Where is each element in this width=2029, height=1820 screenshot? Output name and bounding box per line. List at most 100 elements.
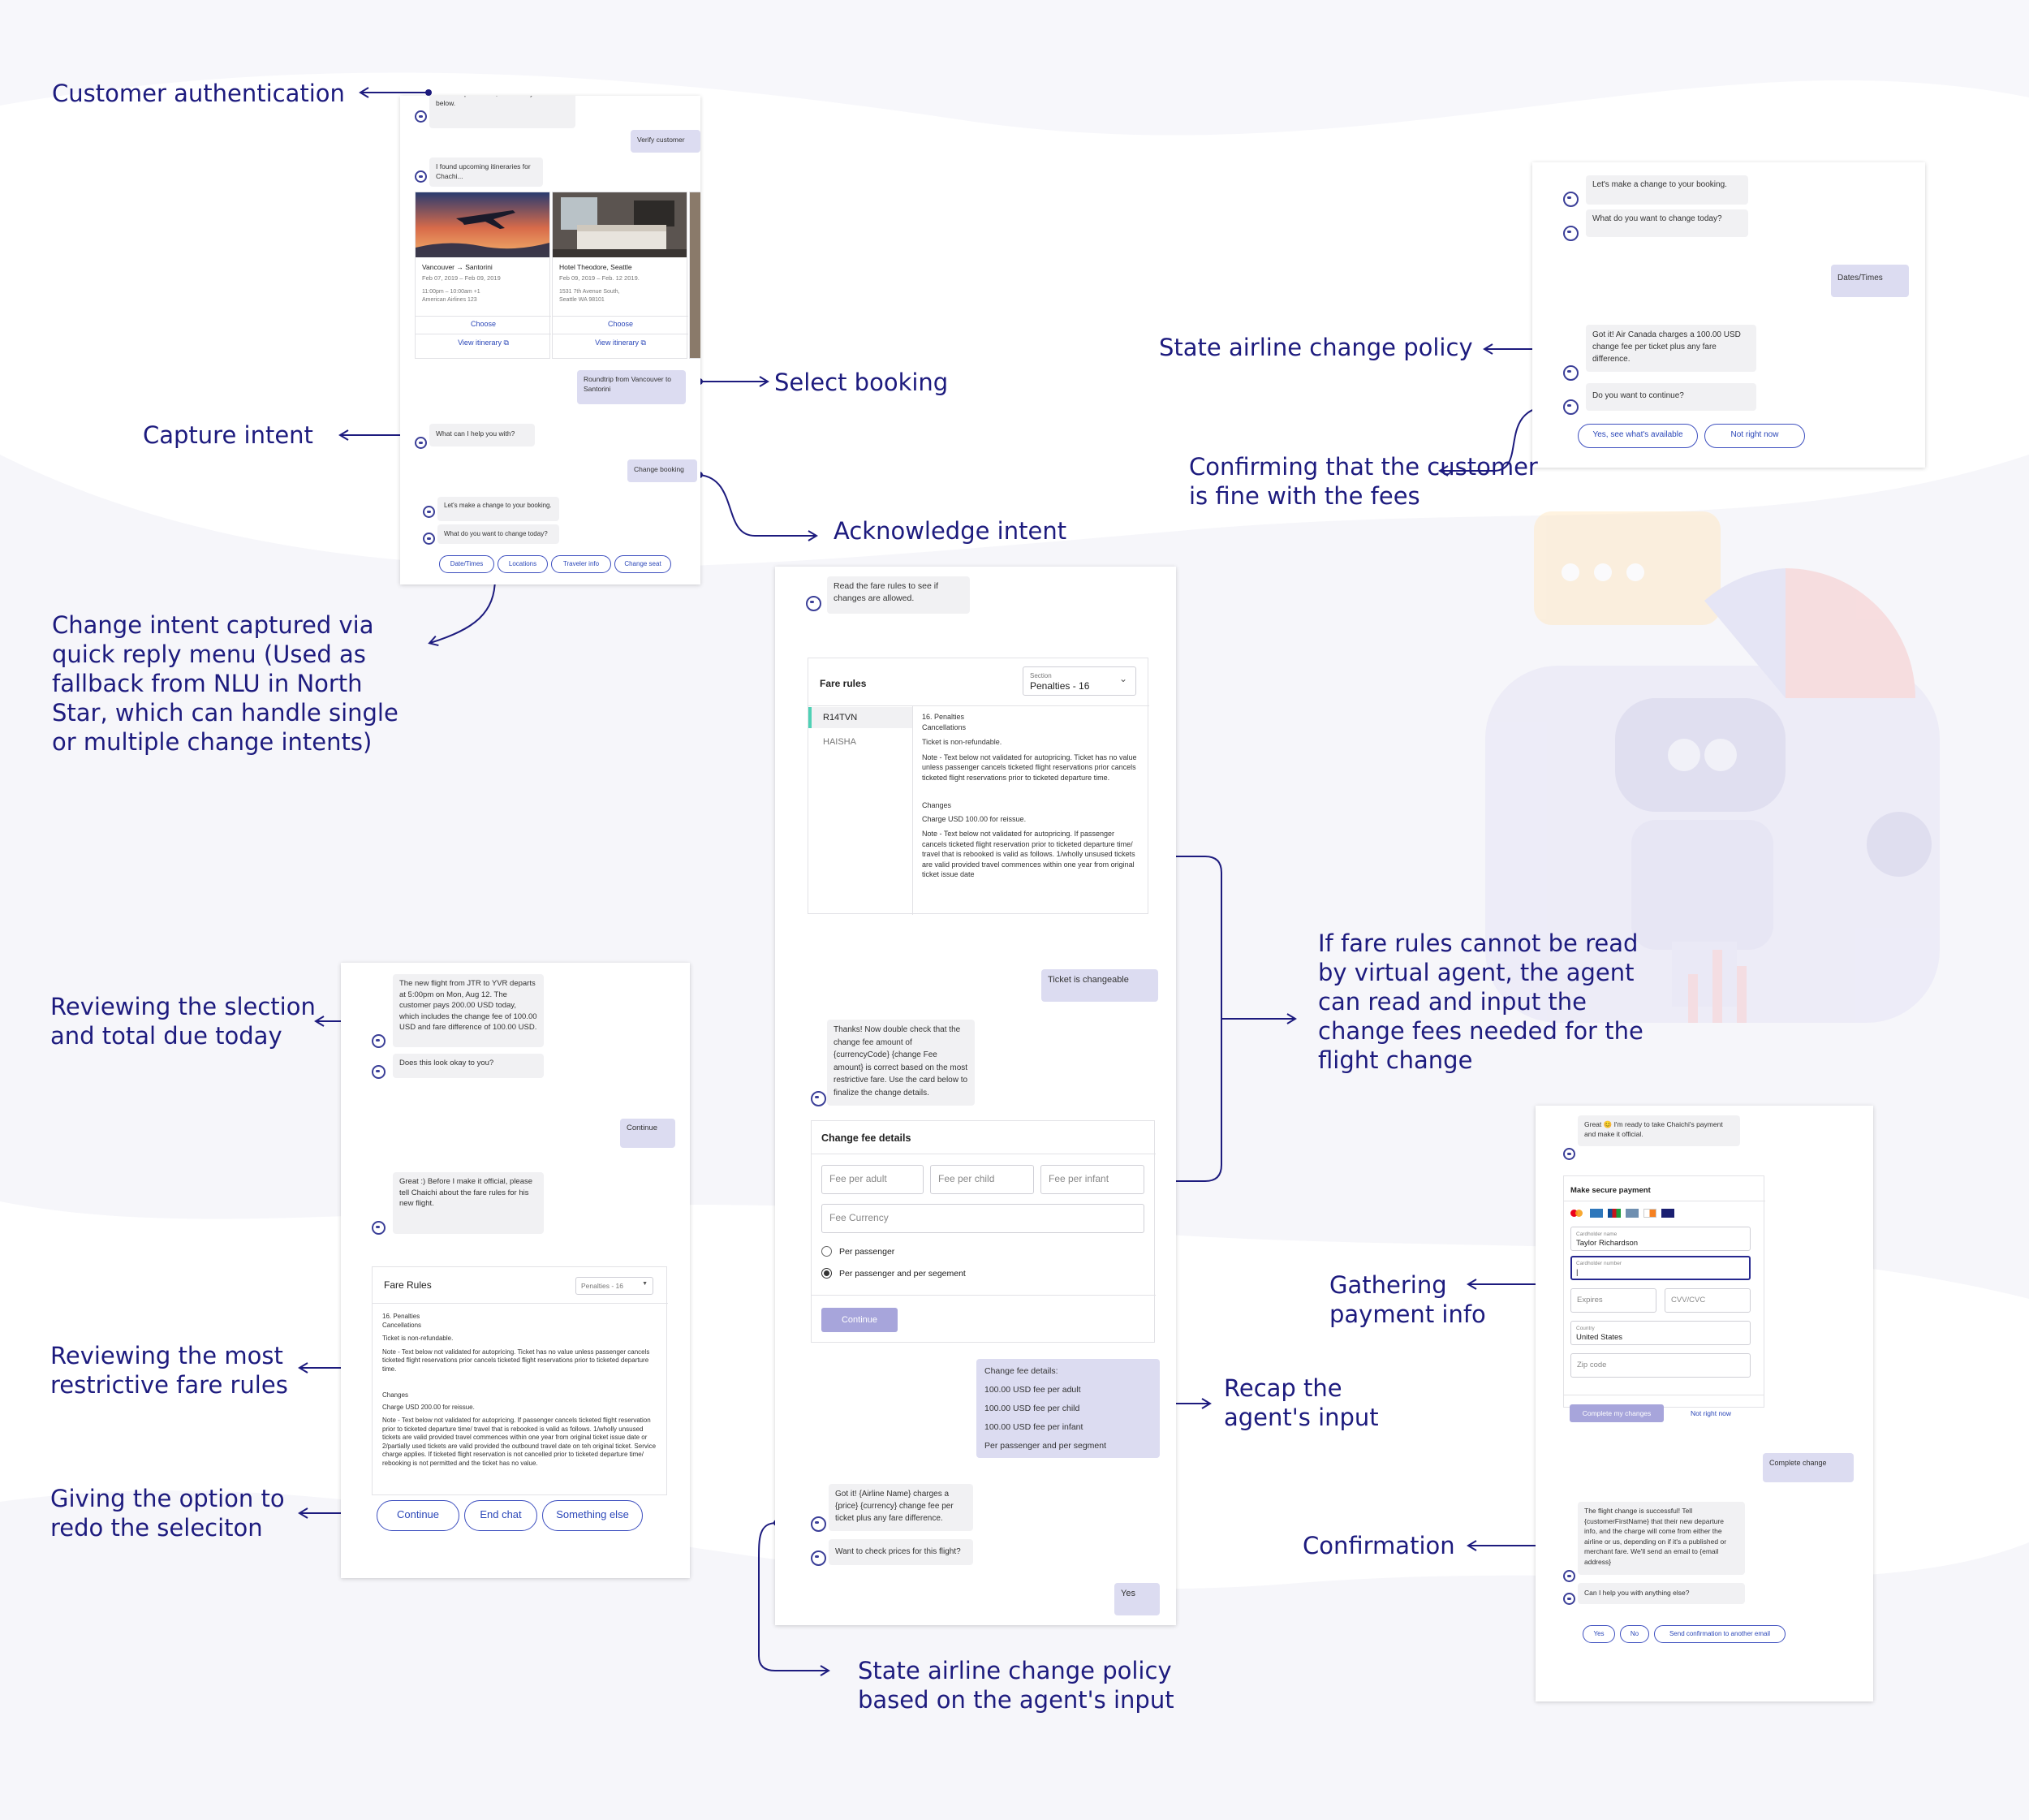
bot-avatar-icon [423, 533, 435, 545]
field-label: Cardholder name [1576, 1231, 1618, 1237]
fee-currency-input[interactable]: Fee Currency [821, 1204, 1144, 1233]
chip-change-seat[interactable]: Change seat [614, 555, 671, 573]
bot-msg-not-verified: This customer is not verified. If you'd … [429, 96, 575, 128]
radio-per-passenger[interactable] [821, 1246, 832, 1257]
country-select[interactable]: Country United States [1570, 1321, 1751, 1345]
bot-avatar-icon [415, 170, 427, 183]
bot-avatar-icon [372, 1065, 386, 1079]
card-dates: Feb 07, 2019 – Feb 09, 2019 [422, 274, 501, 282]
chip-end-chat[interactable]: End chat [464, 1500, 537, 1531]
rules-paragraph: Note - Text below not validated for auto… [922, 753, 1137, 782]
chip-no[interactable]: No [1620, 1625, 1649, 1643]
fee-per-infant-input[interactable]: Fee per infant [1040, 1165, 1144, 1194]
user-msg-complete: Complete change [1763, 1453, 1854, 1482]
diners-icon [1626, 1209, 1639, 1218]
caret-down-icon: ▼ [642, 1281, 648, 1287]
itinerary-card-flight: Vancouver → Santorini Feb 07, 2019 – Feb… [415, 192, 551, 359]
rules-subheading: Cancellations [922, 722, 967, 731]
radio-per-passenger-segment-label: Per passenger and per segement [839, 1269, 966, 1279]
bot-msg-what: What do you want to change today? [1586, 209, 1748, 237]
bot-avatar-icon [811, 1550, 826, 1566]
bot-avatar-icon [1563, 1570, 1575, 1582]
card-hotel-addr2: Seattle WA 98101 [559, 297, 605, 303]
cardholder-name-field[interactable]: Cardholder name Taylor Richardson [1570, 1227, 1751, 1251]
field-value: United States [1576, 1333, 1623, 1342]
not-right-now-link[interactable]: Not right now [1690, 1409, 1732, 1417]
tab-haisha[interactable]: HAISHA [823, 737, 856, 747]
bot-msg-found: I found upcoming itineraries for Chachi.… [429, 157, 543, 187]
card-hotel-title: Hotel Theodore, Seattle [559, 263, 632, 271]
chevron-down-icon: ⌄ [1118, 673, 1127, 684]
chip-yes-available[interactable]: Yes, see what's available [1578, 424, 1698, 448]
panel-payment: Great 😊 I'm ready to take Chaichi's paym… [1536, 1106, 1873, 1701]
change-fee-card: Change fee details Fee per adult Fee per… [811, 1120, 1156, 1343]
bot-msg-great: Great 😊 I'm ready to take Chaichi's paym… [1578, 1115, 1740, 1146]
tab-r14tvn[interactable]: R14TVN [808, 707, 912, 728]
recap-line: Per passenger and per segment [984, 1441, 1107, 1451]
route-to: Santorini [465, 263, 493, 271]
choose-link[interactable]: Choose [470, 320, 497, 328]
panel-change-policy: Let's make a change to your booking. Wha… [1532, 162, 1925, 468]
bot-avatar-icon [372, 1221, 386, 1235]
chip-traveler-info[interactable]: Traveler info [551, 555, 611, 573]
zip-code-input[interactable]: Zip code [1570, 1353, 1751, 1378]
section-select[interactable]: Section Penalties - 16 ⌄ [1023, 666, 1136, 696]
visa-icon [1661, 1209, 1674, 1218]
view-itinerary-link[interactable]: View itinerary ⧉ [416, 339, 551, 347]
chip-date-times[interactable]: Date/Times [439, 555, 494, 573]
bot-msg-lets: Let's make a change to your booking. [1586, 175, 1748, 205]
chip-locations[interactable]: Locations [498, 555, 548, 573]
annotation-confirm-fees: Confirming that the customer is fine wit… [1189, 453, 1538, 510]
bot-avatar-icon [1563, 226, 1579, 241]
bot-msg-gotit: Got it! {Airline Name} charges a {price}… [829, 1484, 973, 1531]
select-value: Penalties - 16 [581, 1282, 623, 1290]
chip-continue[interactable]: Continue [377, 1500, 459, 1531]
chip-something-else[interactable]: Something else [542, 1500, 643, 1531]
bot-msg-great: Great :) Before I make it official, plea… [393, 1172, 544, 1234]
bot-msg-thanks: Thanks! Now double check that the change… [827, 1020, 975, 1106]
chip-not-right-now[interactable]: Not right now [1704, 424, 1805, 448]
user-msg-dates: Dates/Times [1831, 265, 1909, 297]
cardholder-number-field[interactable]: Cardholder number | [1570, 1256, 1751, 1280]
bot-msg-help: What can I help you with? [429, 424, 535, 446]
annotation-gathering-payment: Gathering payment info [1329, 1271, 1486, 1328]
recap-line: 100.00 USD fee per child [984, 1404, 1080, 1413]
annotation-fare-rules-agent: If fare rules cannot be read by virtual … [1318, 929, 1643, 1074]
user-msg-yes: Yes [1114, 1583, 1160, 1615]
bot-msg-newflight: The new flight from JTR to YVR departs a… [393, 974, 544, 1047]
user-msg-change: Change booking [627, 459, 697, 482]
fare-rules-card: Fare rules Section Penalties - 16 ⌄ R14T… [808, 658, 1149, 915]
section-label: Section [1030, 672, 1052, 679]
rules-heading: Changes [922, 801, 952, 809]
bot-msg-lets: Let's make a change to your booking. [437, 497, 559, 521]
annotation-state-policy: State airline change policy [1159, 334, 1473, 361]
expires-input[interactable]: Expires [1570, 1288, 1656, 1313]
continue-button[interactable]: Continue [821, 1308, 898, 1332]
rules-paragraph: Charge USD 200.00 for reissue. [382, 1403, 475, 1411]
bot-msg-check: Want to check prices for this flight? [829, 1539, 973, 1565]
cvv-input[interactable]: CVV/CVC [1665, 1288, 1751, 1313]
radio-per-passenger-segment[interactable] [821, 1268, 832, 1279]
jcb-icon [1608, 1209, 1621, 1218]
bot-avatar-icon [372, 1034, 386, 1048]
annotation-acknowledge-intent: Acknowledge intent [834, 517, 1067, 545]
choose-link[interactable]: Choose [607, 320, 634, 328]
annotation-state-policy-agent: State airline change policy based on the… [858, 1657, 1174, 1714]
bot-avatar-icon [423, 506, 435, 518]
fee-per-adult-input[interactable]: Fee per adult [821, 1165, 924, 1194]
itinerary-card-partial [689, 192, 700, 359]
view-itinerary-link[interactable]: View itinerary ⧉ [553, 339, 688, 347]
complete-changes-button[interactable]: Complete my changes [1570, 1404, 1664, 1422]
rules-heading: 16. Penalties [382, 1313, 420, 1320]
fee-per-child-input[interactable]: Fee per child [930, 1165, 1034, 1194]
rules-subheading: Cancellations [382, 1321, 422, 1329]
annotation-confirmation: Confirmation [1303, 1532, 1455, 1559]
secure-payment-card: Make secure payment Cardholder name Tayl… [1563, 1175, 1765, 1408]
chip-yes[interactable]: Yes [1583, 1625, 1615, 1643]
annotation-customer-auth: Customer authentication [52, 80, 345, 107]
chip-send-confirmation[interactable]: Send confirmation to another email [1654, 1625, 1786, 1643]
penalties-select[interactable]: Penalties - 16 ▼ [575, 1277, 653, 1295]
annotation-recap: Recap the agent's input [1224, 1374, 1379, 1431]
fare-rules-title: Fare Rules [384, 1279, 432, 1291]
bot-msg-continue: Do you want to continue? [1586, 383, 1756, 411]
